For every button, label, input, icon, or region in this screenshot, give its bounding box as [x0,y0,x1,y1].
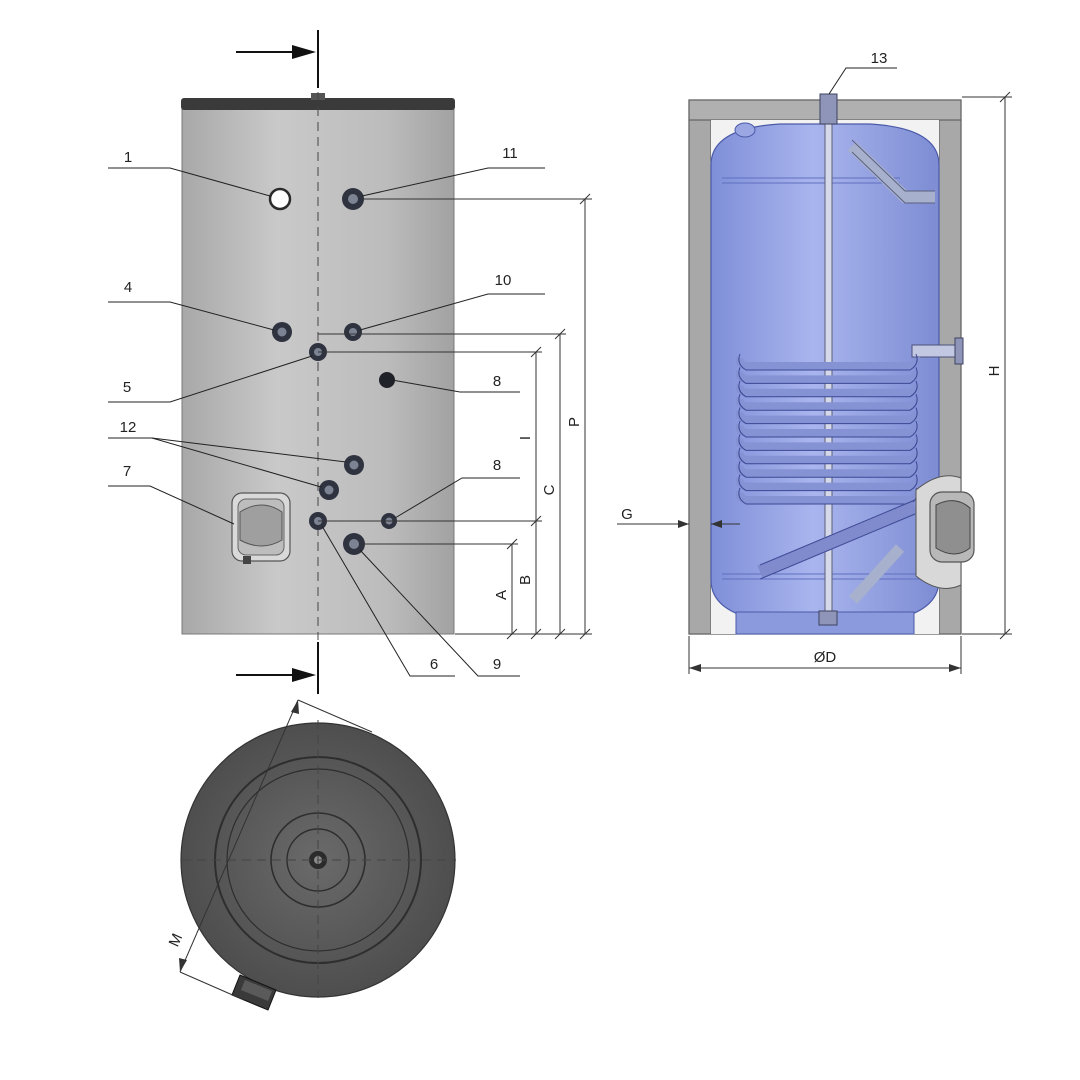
port-10 [344,323,362,341]
dim-i: I [517,436,534,440]
front-dimensions [318,193,592,640]
dim-g: G [621,506,633,523]
dim-a: A [493,590,510,600]
jacket-left-wall [688,99,712,635]
tank-top-cap [181,98,455,110]
port-1 [268,187,292,211]
callout-1: 1 [124,149,132,166]
section-flange [915,475,975,589]
coil-turn [735,383,921,397]
port-12-upper [344,455,364,475]
lower-dip-pipe [848,544,905,604]
top-view-flange [231,974,277,1011]
coil-turn [735,477,921,491]
dim-m: M [166,931,187,949]
callout-5: 5 [123,379,131,396]
coil-turn [735,450,921,464]
callout-9: 9 [493,656,501,673]
coil-turn-outline [738,434,918,451]
coil-turn [735,396,921,411]
port-9 [343,533,365,555]
callout-4: 4 [124,279,132,296]
coil-turn-outline [738,461,918,478]
port-11 [342,188,364,210]
side-connector [911,344,961,358]
coil-turn [735,410,921,424]
dim-b: B [517,575,534,585]
section-marker-top [236,30,319,88]
upper-dip-pipe [847,141,935,203]
leader-13 [828,67,897,95]
callout-6: 6 [430,656,438,673]
section-view: H ØD G 13 [617,50,1012,674]
dim-p: P [566,417,583,427]
coil-turn [735,463,921,478]
top-view: M [166,699,456,1011]
coil-turn-outline [738,367,918,384]
callout-7: 7 [123,463,131,480]
top-dimension-m [179,699,373,1001]
coil-turn [735,370,921,384]
callout-13: 13 [871,50,888,67]
callout-10: 10 [495,272,512,289]
coil-turn [735,356,921,370]
section-dimension-h [962,91,1012,640]
port-8-upper [379,372,395,388]
coil-turn-outline [738,420,918,438]
coil-turn-outline [738,447,918,465]
port-4 [272,322,292,342]
port-12-lower [319,480,339,500]
inspection-flange [231,492,291,564]
coil-turn-outline [738,353,918,371]
callout-12: 12 [120,419,137,436]
callout-11: 11 [502,145,518,162]
front-leaders [108,167,545,677]
lower-coil-return [757,500,918,579]
section-dimension-g [617,520,740,528]
front-view: 1 11 4 10 5 8 12 7 8 6 9 A B I C P [108,30,592,694]
coil-turn-outline [738,407,918,425]
dim-d: ØD [814,649,837,666]
coil-turn [735,423,921,437]
coil-turn [735,437,921,451]
dim-h: H [986,366,1003,377]
coil-turn-outline [738,394,918,411]
coil-turn-outline [738,380,918,398]
section-marker-bottom [236,642,319,694]
dim-c: C [541,484,558,495]
anode-top-fitting [819,93,838,125]
coil-turn-outline [738,474,918,492]
section-dimension-d [688,636,962,674]
callout-8-lower: 8 [493,457,501,474]
callout-8-upper: 8 [493,373,501,390]
